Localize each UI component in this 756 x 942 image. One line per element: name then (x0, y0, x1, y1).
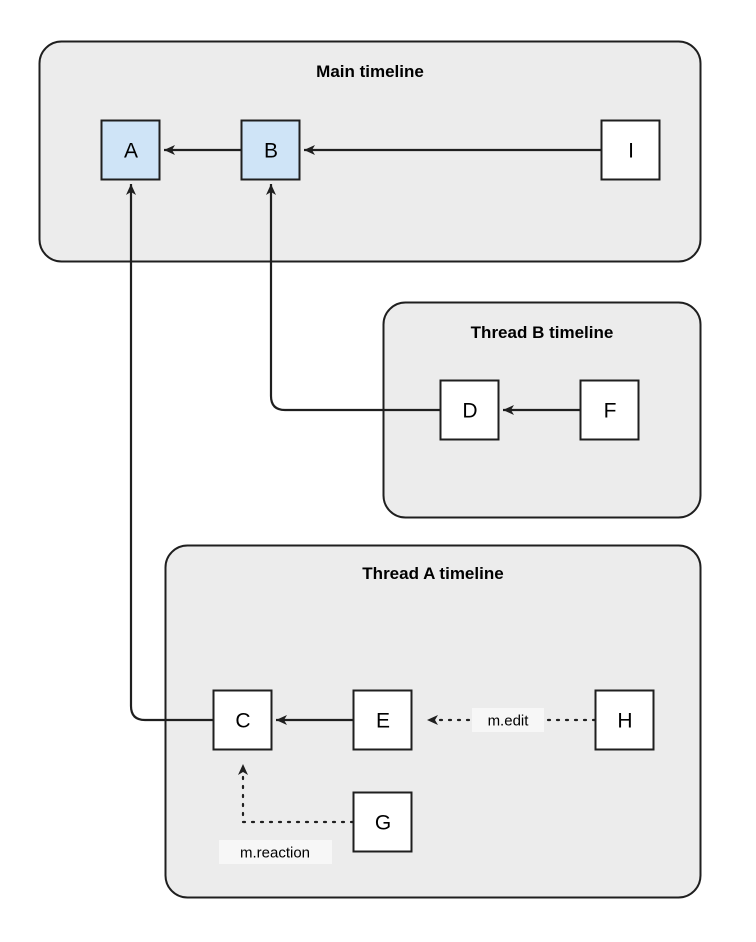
event-node-d-box[interactable] (439, 379, 500, 441)
edge-h-to-e-label-bg (472, 708, 544, 732)
event-node-i-box[interactable] (600, 119, 661, 181)
event-node-f-label: F (604, 400, 617, 423)
edge-g-to-c: m.reaction (219, 762, 355, 864)
event-node-g-label: G (375, 812, 391, 835)
event-node-a-box[interactable] (100, 119, 161, 181)
event-node-b-label: B (264, 140, 278, 163)
edge-g-to-c-line (238, 762, 355, 824)
event-node-b[interactable]: B (240, 119, 301, 181)
edge-h-to-e-label: m.edit (488, 713, 530, 730)
event-node-f[interactable]: F (579, 379, 640, 441)
event-node-a[interactable]: A (100, 119, 161, 181)
event-node-e[interactable]: E (352, 689, 413, 751)
event-node-h-box[interactable] (594, 689, 655, 751)
edge-c-to-a (126, 184, 213, 722)
event-node-d-label: D (462, 400, 477, 423)
edge-h-to-e: m.edit (425, 708, 597, 732)
main-timeline-title: Main timeline (316, 62, 424, 81)
event-node-c-box[interactable] (212, 689, 273, 751)
event-node-b-box[interactable] (240, 119, 301, 181)
edge-d-to-b (266, 184, 440, 412)
edge-d-to-b-line (266, 184, 440, 412)
event-node-f-box[interactable] (579, 379, 640, 441)
main-timeline-box (38, 40, 702, 263)
event-node-d[interactable]: D (439, 379, 500, 441)
edge-c-to-a-line (126, 184, 213, 722)
event-node-c[interactable]: C (212, 689, 273, 751)
edge-g-to-c-label: m.reaction (240, 845, 310, 862)
event-node-g[interactable]: G (352, 791, 413, 853)
edge-g-to-c-label-bg (219, 840, 332, 864)
event-node-h-label: H (617, 710, 632, 733)
event-node-a-label: A (124, 140, 138, 163)
event-node-h[interactable]: H (594, 689, 655, 751)
container-main-timeline: Main timeline (38, 40, 702, 263)
thread-b-timeline-title: Thread B timeline (471, 323, 614, 342)
event-node-i-label: I (628, 140, 634, 163)
event-node-g-box[interactable] (352, 791, 413, 853)
event-node-c-label: C (235, 710, 250, 733)
thread-a-timeline-title: Thread A timeline (362, 564, 503, 583)
event-node-i[interactable]: I (600, 119, 661, 181)
event-node-e-box[interactable] (352, 689, 413, 751)
event-node-e-label: E (376, 710, 390, 733)
